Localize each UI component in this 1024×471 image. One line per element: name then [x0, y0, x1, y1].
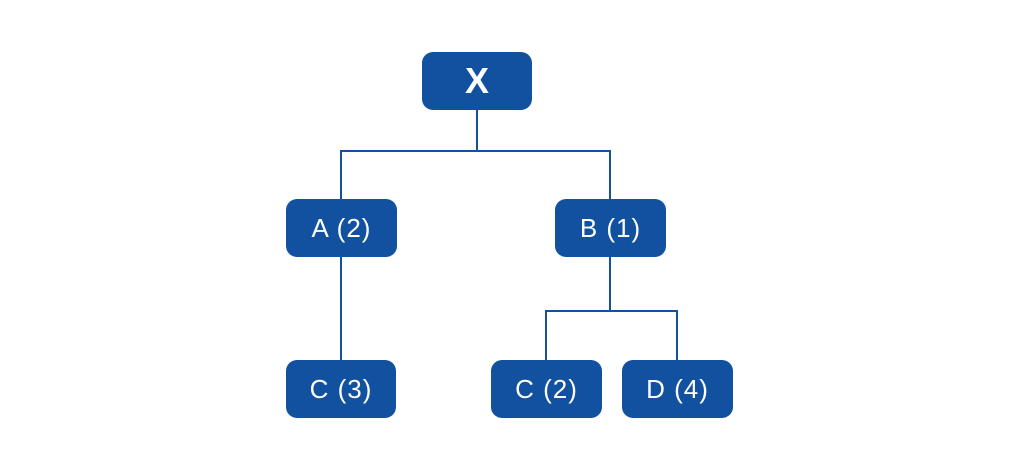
node-a2: A (2)	[286, 199, 397, 257]
node-x: X	[422, 52, 532, 110]
node-c3: C (3)	[286, 360, 396, 418]
node-b1: B (1)	[555, 199, 666, 257]
node-d4: D (4)	[622, 360, 733, 418]
node-c2: C (2)	[491, 360, 602, 418]
